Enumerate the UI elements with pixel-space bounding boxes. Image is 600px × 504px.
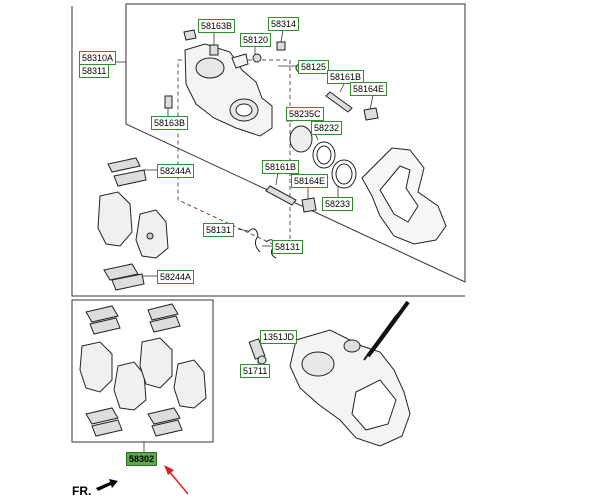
- pad-kit-parts: [79, 303, 207, 437]
- caliper-housing-top: [184, 43, 273, 137]
- outer-section-frame: [71, 6, 465, 297]
- label-58232[interactable]: 58232: [311, 121, 343, 135]
- bleeder-58120: [252, 53, 262, 63]
- pad-clips-top: [107, 157, 147, 187]
- washer-51711: [257, 355, 267, 365]
- piston-boot-58235c: [289, 125, 313, 153]
- label-58120[interactable]: 58120: [240, 33, 272, 47]
- label-58131-b[interactable]: 58131: [272, 240, 304, 254]
- label-58314[interactable]: 58314: [268, 17, 300, 31]
- bolt-58163b-top: [209, 44, 219, 56]
- label-58310a[interactable]: 58310A: [79, 51, 117, 65]
- seal-58232: [312, 141, 336, 169]
- guide-pin-58161b-mid: [265, 185, 297, 206]
- label-1351jd[interactable]: 1351JD: [260, 330, 298, 344]
- brake-pads-top: [97, 191, 169, 259]
- label-58302[interactable]: 58302: [126, 452, 158, 466]
- cap-58314: [276, 41, 286, 51]
- brake-hose: [366, 300, 410, 358]
- label-58161b-top[interactable]: 58161B: [327, 70, 365, 84]
- seal-58233: [331, 159, 357, 189]
- label-58164e-top[interactable]: 58164E: [350, 82, 388, 96]
- label-58244a-bottom[interactable]: 58244A: [157, 270, 195, 284]
- label-58131-a[interactable]: 58131: [203, 223, 235, 237]
- label-58311[interactable]: 58311: [79, 64, 110, 78]
- label-58235c[interactable]: 58235C: [286, 107, 324, 121]
- label-58125[interactable]: 58125: [298, 60, 330, 74]
- boot-58164e-mid: [301, 197, 317, 213]
- caliper-group-frame: [125, 3, 466, 283]
- guide-pin-58161b-top: [325, 91, 353, 113]
- clip-top: [183, 29, 197, 41]
- label-58161b-mid[interactable]: 58161B: [262, 160, 300, 174]
- label-58164e-mid[interactable]: 58164E: [291, 174, 329, 188]
- boot-58164e-top: [363, 107, 379, 121]
- bolt-58163b-left: [164, 95, 173, 109]
- label-58163b-left[interactable]: 58163B: [151, 116, 189, 130]
- label-51711[interactable]: 51711: [240, 364, 271, 378]
- pad-clips-bottom: [103, 263, 145, 291]
- label-58163b-top[interactable]: 58163B: [198, 19, 236, 33]
- carrier-bracket: [361, 147, 447, 245]
- pointer-arrow: [167, 469, 189, 495]
- label-58244a-top[interactable]: 58244A: [157, 164, 195, 178]
- front-arrow-icon: [96, 479, 118, 491]
- pad-kit-box: [71, 299, 214, 443]
- front-direction-label: FR.: [72, 484, 92, 498]
- label-58233[interactable]: 58233: [322, 197, 354, 211]
